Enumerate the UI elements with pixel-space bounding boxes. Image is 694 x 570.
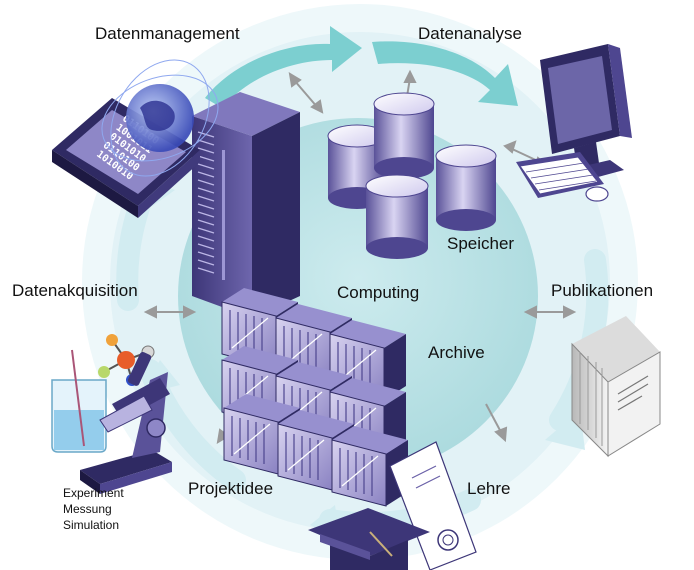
server-tower-icon bbox=[192, 92, 300, 318]
flow-arrow-left bbox=[205, 26, 362, 108]
label-publikationen: Publikationen bbox=[551, 281, 654, 300]
label-lehre: Lehre bbox=[467, 479, 511, 498]
label-datenmanagement: Datenmanagement bbox=[95, 24, 240, 43]
label-datenakquisition: Datenakquisition bbox=[12, 281, 138, 300]
label-experiment-group: Experiment Messung Simulation bbox=[63, 485, 124, 533]
flow-arrows bbox=[205, 26, 518, 108]
storage-cylinder bbox=[365, 174, 429, 259]
label-projektidee: Projektidee bbox=[188, 479, 274, 498]
label-speicher: Speicher bbox=[447, 234, 515, 253]
label-experiment: Experiment bbox=[63, 486, 124, 500]
label-messung: Messung bbox=[63, 502, 112, 516]
publication-books-icon bbox=[571, 316, 661, 458]
desktop-computer-icon bbox=[516, 44, 632, 202]
storage-cylinder bbox=[435, 144, 497, 231]
flow-arrow-right bbox=[372, 41, 518, 106]
archive-boxes-icon bbox=[221, 288, 408, 507]
label-archive: Archive bbox=[428, 343, 485, 362]
storage-cylinder bbox=[373, 92, 435, 179]
network-globe-icon bbox=[101, 59, 219, 177]
storage-cylinders-icon bbox=[327, 92, 497, 259]
beaker-icon bbox=[51, 349, 107, 453]
label-simulation: Simulation bbox=[63, 518, 120, 532]
label-datenanalyse: Datenanalyse bbox=[418, 24, 522, 43]
label-computing: Computing bbox=[337, 283, 420, 302]
microscope-icon bbox=[80, 351, 172, 494]
graduation-cap-icon bbox=[308, 508, 430, 570]
binary-chip-icon: 01101001001011010101001101001010010 bbox=[52, 98, 200, 218]
